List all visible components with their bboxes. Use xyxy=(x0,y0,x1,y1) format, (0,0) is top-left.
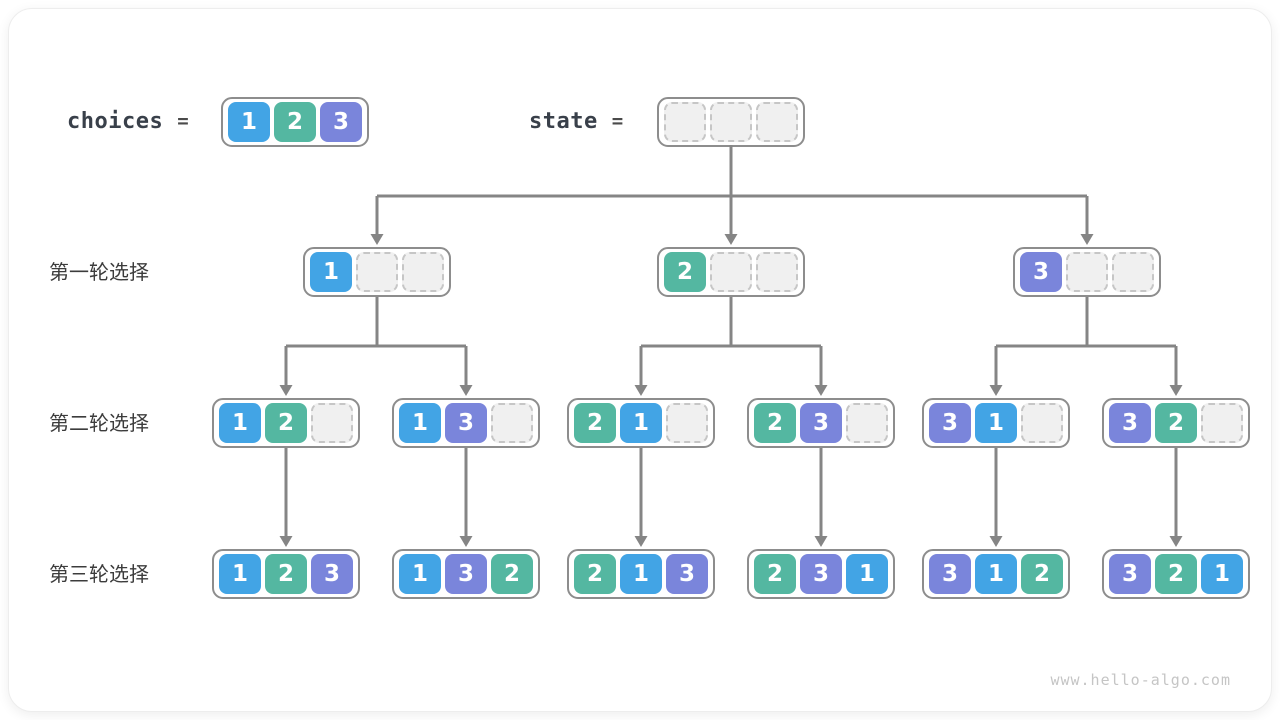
choices-label: choices xyxy=(67,108,164,134)
value-cell-3: 3 xyxy=(800,403,842,443)
value-cell-2: 2 xyxy=(754,403,796,443)
value-cell-3: 3 xyxy=(445,403,487,443)
row-label-round-3: 第三轮选择 xyxy=(49,562,149,586)
value-cell-3: 3 xyxy=(1109,403,1151,443)
tree-connectors xyxy=(279,145,1183,547)
empty-slot xyxy=(402,252,444,292)
value-cell-1: 1 xyxy=(975,554,1017,594)
state-header: state = xyxy=(529,97,623,145)
value-cell-2: 2 xyxy=(664,252,706,292)
row-label-round-2: 第二轮选择 xyxy=(49,411,149,435)
value-cell-1: 1 xyxy=(228,102,270,142)
empty-slot xyxy=(1066,252,1108,292)
value-cell-3: 3 xyxy=(929,554,971,594)
value-cell-2: 2 xyxy=(754,554,796,594)
state-equals-sign: = xyxy=(611,110,624,132)
empty-slot xyxy=(1021,403,1063,443)
value-cell-1: 1 xyxy=(310,252,352,292)
empty-slot xyxy=(756,102,798,142)
empty-slot xyxy=(756,252,798,292)
value-cell-2: 2 xyxy=(265,554,307,594)
value-cell-3: 3 xyxy=(320,102,362,142)
value-cell-1: 1 xyxy=(1201,554,1243,594)
state-array-box xyxy=(657,97,805,147)
value-cell-2: 2 xyxy=(274,102,316,142)
value-cell-3: 3 xyxy=(445,554,487,594)
value-cell-3: 3 xyxy=(1109,554,1151,594)
value-cell-1: 1 xyxy=(620,403,662,443)
value-cell-1: 1 xyxy=(975,403,1017,443)
state-label: state xyxy=(529,108,598,134)
round1-node-2: 2 xyxy=(657,247,805,297)
value-cell-1: 1 xyxy=(399,403,441,443)
empty-slot xyxy=(1112,252,1154,292)
value-cell-3: 3 xyxy=(666,554,708,594)
value-cell-2: 2 xyxy=(574,554,616,594)
value-cell-1: 1 xyxy=(219,403,261,443)
empty-slot xyxy=(846,403,888,443)
value-cell-3: 3 xyxy=(929,403,971,443)
empty-slot xyxy=(491,403,533,443)
value-cell-3: 3 xyxy=(311,554,353,594)
empty-slot xyxy=(356,252,398,292)
empty-slot xyxy=(664,102,706,142)
empty-slot xyxy=(311,403,353,443)
value-cell-2: 2 xyxy=(1155,554,1197,594)
choices-equals-sign: = xyxy=(177,110,189,132)
value-cell-2: 2 xyxy=(1021,554,1063,594)
value-cell-2: 2 xyxy=(265,403,307,443)
empty-slot xyxy=(666,403,708,443)
value-cell-1: 1 xyxy=(620,554,662,594)
value-cell-1: 1 xyxy=(399,554,441,594)
value-cell-2: 2 xyxy=(491,554,533,594)
value-cell-3: 3 xyxy=(800,554,842,594)
round1-node-3: 3 xyxy=(1013,247,1161,297)
value-cell-1: 1 xyxy=(846,554,888,594)
row-label-round-1: 第一轮选择 xyxy=(49,260,149,284)
watermark: www.hello-algo.com xyxy=(1050,671,1231,689)
value-cell-1: 1 xyxy=(219,554,261,594)
value-cell-2: 2 xyxy=(574,403,616,443)
choices-header: choices = xyxy=(67,97,189,145)
value-cell-3: 3 xyxy=(1020,252,1062,292)
round1-node-1: 1 xyxy=(303,247,451,297)
empty-slot xyxy=(710,252,752,292)
empty-slot xyxy=(1201,403,1243,443)
empty-slot xyxy=(710,102,752,142)
value-cell-2: 2 xyxy=(1155,403,1197,443)
